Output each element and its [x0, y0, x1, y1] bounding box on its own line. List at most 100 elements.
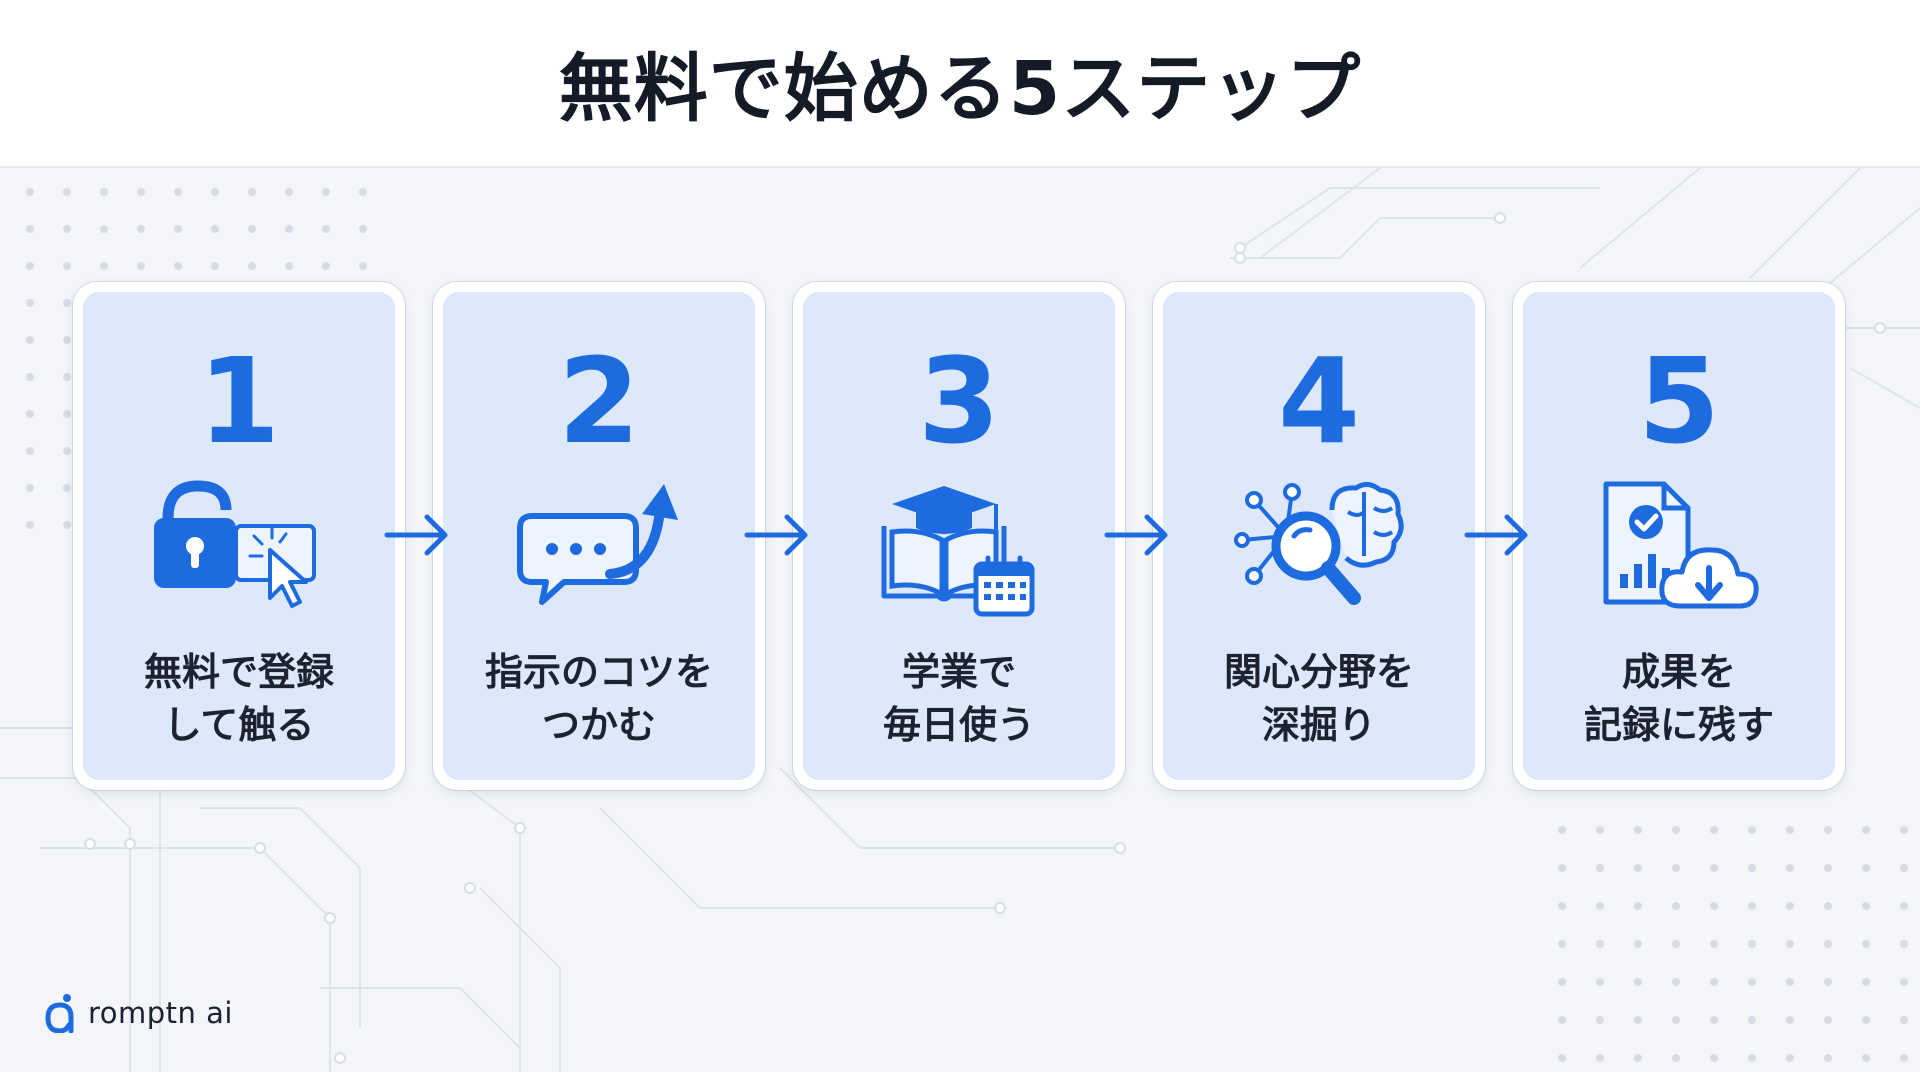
step-label: 成果を 記録に残す	[1583, 650, 1774, 747]
decorative-dot	[1634, 826, 1642, 834]
decorative-dot	[322, 262, 330, 270]
decorative-dot	[1634, 940, 1642, 948]
page-title: 無料で始める5ステップ	[558, 45, 1362, 132]
decorative-dot	[1862, 902, 1870, 910]
decorative-dot	[63, 225, 71, 233]
step-number: 1	[197, 332, 281, 470]
decorative-dot	[63, 299, 71, 307]
decorative-dot	[26, 410, 34, 418]
step-card-panel: 2 指示のコツを つかむ	[443, 292, 755, 780]
decorative-dot	[359, 262, 367, 270]
decorative-dot	[137, 225, 145, 233]
decorative-dot	[1786, 978, 1794, 986]
decorative-dot	[100, 262, 108, 270]
decorative-dot	[100, 188, 108, 196]
decorative-dot	[1786, 864, 1794, 872]
decorative-dot	[1596, 1016, 1604, 1024]
decorative-dot	[174, 225, 182, 233]
decorative-dot	[1596, 1054, 1604, 1062]
decorative-dot	[1596, 826, 1604, 834]
decorative-dot	[26, 262, 34, 270]
decorative-dot	[1748, 826, 1756, 834]
decorative-dot	[1824, 940, 1832, 948]
decorative-dot	[63, 410, 71, 418]
decorative-dot	[1710, 826, 1718, 834]
decorative-dot	[1596, 902, 1604, 910]
decorative-dot	[211, 188, 219, 196]
decorative-dot	[248, 225, 256, 233]
step-card-panel: 4 関心分野を 深掘り	[1163, 292, 1475, 780]
brand: romptn ai	[44, 990, 233, 1036]
padlock-cursor-icon	[154, 480, 316, 608]
step-label: 関心分野を 深掘り	[1223, 650, 1414, 747]
decorative-dot	[1558, 902, 1566, 910]
decorative-dot	[26, 484, 34, 492]
decorative-dot	[1710, 864, 1718, 872]
step-number: 3	[917, 332, 1001, 470]
decorative-dot	[1824, 902, 1832, 910]
decorative-dot	[1862, 864, 1870, 872]
decorative-dot	[1558, 978, 1566, 986]
decorative-dot	[1672, 864, 1680, 872]
decorative-dot	[1710, 940, 1718, 948]
decorative-dot	[1748, 1054, 1756, 1062]
brain-magnifier-icon	[1234, 482, 1404, 605]
decorative-dot	[1900, 1016, 1908, 1024]
decorative-dot	[137, 188, 145, 196]
decorative-dot	[1710, 902, 1718, 910]
decorative-dot	[63, 336, 71, 344]
decorative-dot	[1862, 826, 1870, 834]
arrow-right-icon	[1464, 514, 1528, 556]
decorative-dot	[63, 262, 71, 270]
decorative-dot	[1900, 864, 1908, 872]
decorative-dot	[1900, 826, 1908, 834]
step-card-5: 5 成果を 記録に残す	[1513, 282, 1845, 790]
decorative-dot	[1558, 826, 1566, 834]
report-cloud-download-icon	[1603, 481, 1759, 609]
decorative-dot	[1786, 1016, 1794, 1024]
step-label: 指示のコツを つかむ	[484, 650, 713, 747]
arrow-right-icon	[1104, 514, 1168, 556]
decorative-dot	[322, 188, 330, 196]
decorative-dot	[1558, 1054, 1566, 1062]
decorative-dot	[1672, 1016, 1680, 1024]
step-card-panel: 3 学業で 毎日使う	[803, 292, 1115, 780]
decorative-dot	[1862, 940, 1870, 948]
decorative-dot	[26, 336, 34, 344]
header: 無料で始める5ステップ	[0, 0, 1920, 168]
decorative-dot	[1748, 864, 1756, 872]
decorative-dot	[1634, 978, 1642, 986]
decorative-dot	[1786, 940, 1794, 948]
decorative-dot	[26, 188, 34, 196]
decorative-dot	[1710, 1054, 1718, 1062]
decorative-dot	[63, 188, 71, 196]
step-number: 4	[1277, 332, 1361, 470]
decorative-dot	[1900, 940, 1908, 948]
decorative-dot	[174, 262, 182, 270]
decorative-dot	[1672, 1054, 1680, 1062]
romptn-logo-icon	[45, 994, 74, 1033]
decorative-dot	[1634, 902, 1642, 910]
decorative-dot	[359, 188, 367, 196]
decorative-dot	[26, 447, 34, 455]
decorative-dot	[1596, 940, 1604, 948]
decorative-dot	[63, 484, 71, 492]
decorative-dot	[211, 262, 219, 270]
decorative-dot	[1710, 1016, 1718, 1024]
decorative-dot	[1900, 902, 1908, 910]
arrow-right-icon	[744, 514, 808, 556]
decorative-dot	[285, 225, 293, 233]
step-label: 無料で登録 して触る	[143, 650, 334, 747]
step-number: 5	[1637, 332, 1721, 470]
step-number: 2	[557, 332, 641, 470]
decorative-dot	[1786, 902, 1794, 910]
decorative-dot	[1672, 940, 1680, 948]
decorative-dot	[1824, 1016, 1832, 1024]
decorative-dot	[1672, 826, 1680, 834]
decorative-dot	[1786, 826, 1794, 834]
step-card-panel: 1 無料で登録 して触る	[83, 292, 395, 780]
decorative-dot	[1672, 902, 1680, 910]
decorative-dot	[1558, 940, 1566, 948]
decorative-dot	[1710, 978, 1718, 986]
decorative-dot	[137, 262, 145, 270]
